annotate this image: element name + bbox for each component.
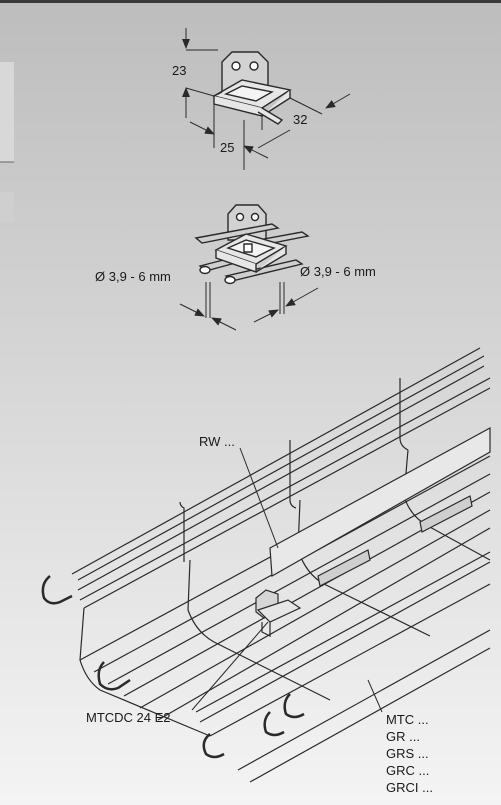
left-panel-fragment-2 (0, 192, 14, 222)
clip-middle-drawing (194, 204, 310, 285)
connector-label: MTCDC 24 E2 (86, 710, 171, 725)
tray-label-list: MTC ... GR ... GRS ... GRC ... GRCI ... (386, 712, 433, 795)
dim-wire-right-label: Ø 3,9 - 6 mm (300, 264, 376, 279)
tray-label-mtc: MTC ... (386, 712, 429, 727)
dim-wire-left-label: Ø 3,9 - 6 mm (95, 269, 171, 284)
clip-top-drawing (212, 51, 292, 125)
tray-label-grs: GRS ... (386, 746, 429, 761)
dim-width-label: 25 (220, 140, 234, 155)
top-rule (0, 0, 501, 3)
divider-label: RW ... (199, 434, 235, 449)
tray-label-grci: GRCI ... (386, 780, 433, 795)
cable-tray-drawing (41, 347, 491, 783)
dim-height-label: 23 (172, 63, 186, 78)
left-panel-fragment (0, 62, 14, 162)
leader-lines (191, 447, 383, 713)
dim-depth-label: 32 (293, 112, 307, 127)
tray-label-grc: GRC ... (386, 763, 429, 778)
clip-middle-dimensions (179, 282, 319, 331)
clip-top-dimensions (182, 28, 351, 170)
tray-label-gr: GR ... (386, 729, 420, 744)
